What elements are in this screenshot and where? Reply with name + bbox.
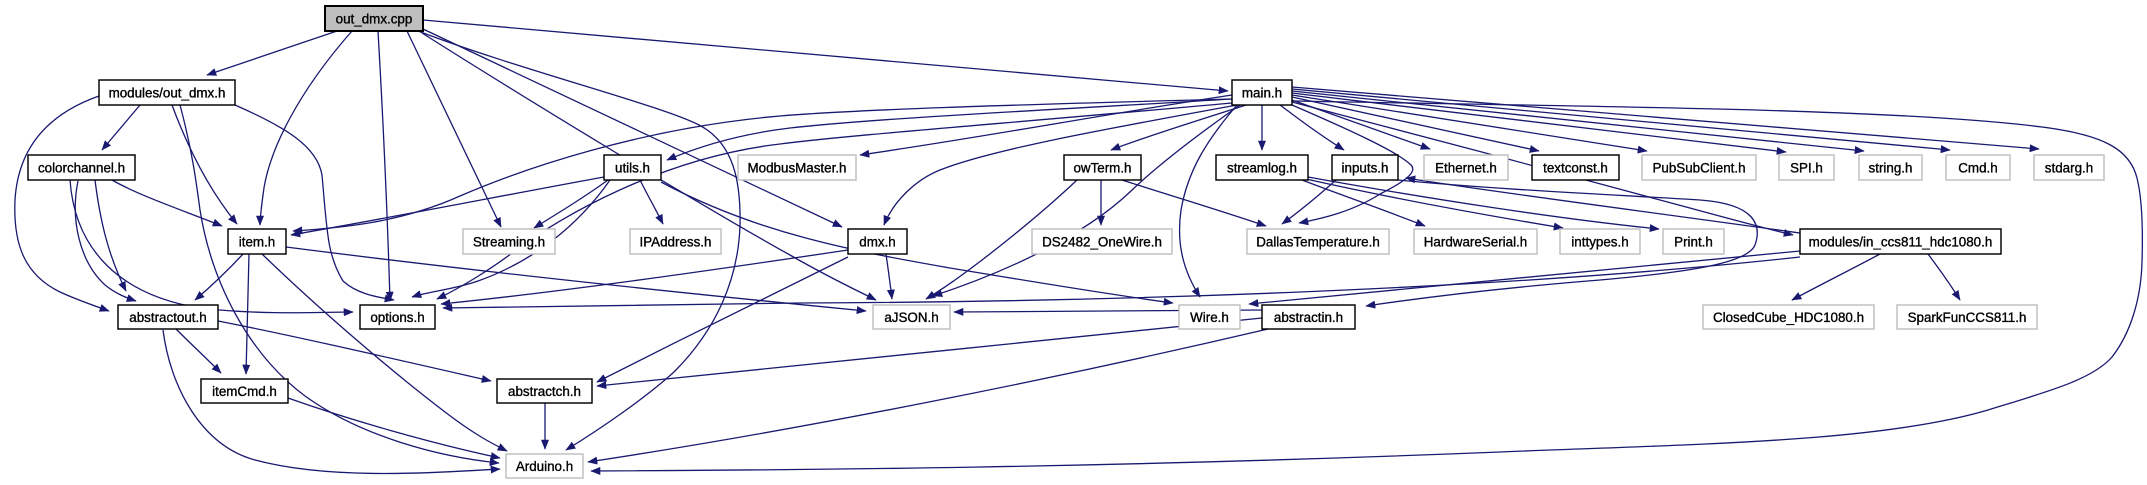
svg-text:out_dmx.cpp: out_dmx.cpp [336, 11, 413, 26]
svg-text:main.h: main.h [1242, 85, 1282, 100]
svg-text:string.h: string.h [1869, 160, 1913, 175]
svg-text:streamlog.h: streamlog.h [1227, 160, 1297, 175]
svg-text:options.h: options.h [370, 310, 424, 325]
svg-text:SparkFunCCS811.h: SparkFunCCS811.h [1908, 310, 2027, 325]
svg-text:PubSubClient.h: PubSubClient.h [1652, 160, 1745, 175]
svg-text:utils.h: utils.h [615, 160, 650, 175]
svg-text:colorchannel.h: colorchannel.h [38, 160, 125, 175]
svg-text:Ethernet.h: Ethernet.h [1435, 160, 1497, 175]
svg-text:aJSON.h: aJSON.h [884, 310, 938, 325]
svg-text:abstractin.h: abstractin.h [1274, 310, 1343, 325]
svg-text:DallasTemperature.h: DallasTemperature.h [1256, 234, 1380, 249]
svg-text:ModbusMaster.h: ModbusMaster.h [748, 160, 847, 175]
svg-text:Cmd.h: Cmd.h [1958, 160, 1997, 175]
svg-text:Wire.h: Wire.h [1190, 310, 1229, 325]
svg-text:Streaming.h: Streaming.h [473, 234, 545, 249]
svg-text:IPAddress.h: IPAddress.h [640, 234, 712, 249]
svg-text:inputs.h: inputs.h [1342, 160, 1389, 175]
svg-text:stdarg.h: stdarg.h [2045, 160, 2093, 175]
svg-text:abstractch.h: abstractch.h [508, 384, 581, 399]
svg-text:SPI.h: SPI.h [1790, 160, 1823, 175]
svg-text:dmx.h: dmx.h [859, 234, 895, 249]
svg-text:item.h: item.h [239, 234, 275, 249]
svg-text:Arduino.h: Arduino.h [516, 459, 573, 474]
svg-text:owTerm.h: owTerm.h [1073, 160, 1131, 175]
svg-text:ClosedCube_HDC1080.h: ClosedCube_HDC1080.h [1713, 310, 1864, 325]
svg-text:abstractout.h: abstractout.h [129, 310, 206, 325]
svg-text:inttypes.h: inttypes.h [1571, 234, 1628, 249]
svg-text:HardwareSerial.h: HardwareSerial.h [1424, 234, 1527, 249]
svg-text:modules/out_dmx.h: modules/out_dmx.h [109, 85, 226, 100]
svg-text:itemCmd.h: itemCmd.h [212, 384, 277, 399]
svg-text:textconst.h: textconst.h [1543, 160, 1608, 175]
svg-text:DS2482_OneWire.h: DS2482_OneWire.h [1042, 234, 1162, 249]
svg-text:modules/in_ccs811_hdc1080.h: modules/in_ccs811_hdc1080.h [1809, 234, 1993, 249]
svg-text:Print.h: Print.h [1674, 234, 1713, 249]
